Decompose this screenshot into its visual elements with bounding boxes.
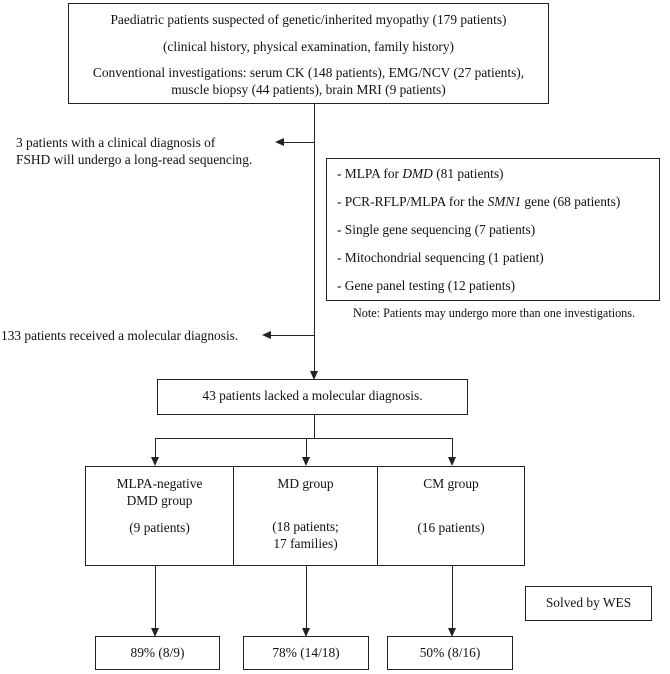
top-box-line-2: (clinical history, physical examination,…	[162, 39, 455, 54]
lacked-down-line	[314, 415, 316, 439]
fshd-note-line-2: FSHD will undergo a long-read sequencing…	[16, 152, 253, 167]
cm-group-box: CM group (16 patients)	[377, 466, 525, 566]
top-box-line-4: muscle biopsy (44 patients), brain MRI (…	[171, 82, 446, 97]
fshd-branch-arrow	[275, 138, 284, 146]
fshd-note-line-1: 3 patients with a clinical diagnosis of	[16, 135, 216, 150]
cm-group-count: (16 patients)	[417, 520, 485, 535]
cm-result-box: 50% (8/16)	[387, 636, 513, 670]
dmd-result-text: 89% (8/9)	[130, 645, 185, 660]
lacked-diagnosis-box: 43 patients lacked a molecular diagnosis…	[157, 379, 468, 415]
test-item-mlpa-dmd: - MLPA for DMD (81 patients)	[337, 166, 504, 181]
test-item-gene-panel: - Gene panel testing (12 patients)	[337, 278, 516, 293]
top-box-line-1: Paediatric patients suspected of genetic…	[110, 12, 507, 27]
top-box-line-3: Conventional investigations: serum CK (1…	[92, 65, 525, 80]
legend-box: Solved by WES	[525, 586, 652, 621]
dmd-drop-line	[155, 438, 157, 457]
md-result-box: 78% (14/18)	[243, 636, 369, 670]
arrow-to-dmd-result	[151, 628, 159, 637]
arrow-to-md-group	[302, 457, 310, 466]
dmd-group-box: MLPA-negative DMD group (9 patients)	[85, 466, 234, 566]
md-group-count-1: (18 patients;	[272, 519, 339, 534]
test-item-single-gene: - Single gene sequencing (7 patients)	[337, 222, 536, 237]
dmd-result-line	[155, 566, 157, 628]
diagnosed-branch-line	[271, 335, 314, 337]
md-group-box: MD group (18 patients; 17 families)	[233, 466, 378, 566]
dmd-result-box: 89% (8/9)	[95, 636, 220, 670]
legend-label: Solved by WES	[545, 595, 632, 610]
md-drop-line	[306, 438, 308, 457]
dmd-group-count: (9 patients)	[129, 520, 190, 535]
test-item-smn1: - PCR-RFLP/MLPA for the SMN1 gene (68 pa…	[337, 194, 621, 209]
diagnosed-note: 133 patients received a molecular diagno…	[1, 328, 239, 343]
tests-box: - MLPA for DMD (81 patients) - PCR-RFLP/…	[326, 158, 660, 301]
cm-group-title: CM group	[423, 476, 479, 491]
md-group-title: MD group	[277, 476, 334, 491]
cm-result-line	[452, 566, 454, 628]
arrow-to-cm-result	[448, 628, 456, 637]
cm-result-text: 50% (8/16)	[419, 645, 481, 660]
dmd-group-title-2: DMD group	[126, 493, 193, 508]
dmd-group-title-1: MLPA-negative	[116, 476, 203, 491]
diagnosed-branch-arrow	[262, 331, 271, 339]
cm-drop-line	[452, 438, 454, 457]
main-flow-line	[314, 104, 316, 371]
fshd-branch-line	[284, 142, 314, 144]
test-item-mitochondrial: - Mitochondrial sequencing (1 patient)	[337, 250, 544, 265]
lacked-diagnosis-text: 43 patients lacked a molecular diagnosis…	[202, 388, 423, 403]
arrow-to-dmd-group	[151, 457, 159, 466]
md-result-line	[306, 566, 308, 628]
tests-note: Note: Patients may undergo more than one…	[353, 306, 636, 320]
arrow-to-md-result	[302, 628, 310, 637]
arrow-to-cm-group	[448, 457, 456, 466]
distribution-line	[155, 438, 453, 440]
md-result-text: 78% (14/18)	[272, 645, 340, 660]
arrow-to-lacked-box	[310, 371, 318, 380]
md-group-count-2: 17 families)	[273, 536, 338, 551]
top-box: Paediatric patients suspected of genetic…	[68, 3, 549, 104]
